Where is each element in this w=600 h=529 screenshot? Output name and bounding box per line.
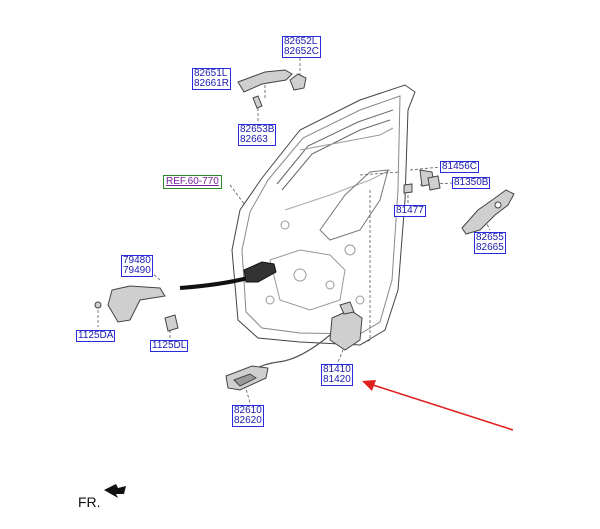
part-number: 82655 (476, 232, 504, 243)
door-panel (231, 84, 416, 346)
part-label-82651[interactable]: 82651L 82661R (192, 68, 232, 90)
part-number: 81350B (454, 177, 489, 188)
part-label-82653[interactable]: 82653B 82663 (238, 124, 277, 146)
outside-handle (237, 69, 307, 109)
front-arrow-icon (104, 484, 126, 498)
part-label-1125dl[interactable]: 1125DL (150, 340, 189, 352)
part-label-79480[interactable]: 79480 79490 (121, 255, 153, 277)
part-number: 79480 (123, 255, 151, 266)
part-label-81477[interactable]: 81477 (394, 205, 426, 217)
part-number: 82610 (234, 405, 262, 416)
part-label-82652[interactable]: 82652L 82652C (282, 36, 322, 58)
part-number: 1125DA (78, 330, 114, 341)
part-number: 82652L (284, 36, 318, 47)
part-number: 1125DL (152, 340, 187, 351)
front-label: FR. (78, 494, 101, 510)
door-checker (94, 285, 179, 332)
door-rod (179, 261, 277, 290)
door-latch (329, 301, 363, 351)
part-number: 79490 (123, 265, 151, 276)
bracket-82655 (461, 189, 515, 235)
part-number: 81477 (396, 205, 424, 216)
part-label-82655[interactable]: 82655 82665 (474, 232, 506, 254)
part-number: 82665 (476, 242, 504, 253)
ref-label[interactable]: REF.60-770 (163, 175, 222, 189)
part-number: 82661R (194, 78, 230, 89)
ref-label-text: REF.60-770 (166, 176, 219, 187)
inside-handle (225, 365, 269, 391)
part-number: 82663 (240, 134, 268, 145)
part-label-1125da[interactable]: 1125DA (76, 330, 116, 342)
part-label-81410[interactable]: 81410 81420 (321, 364, 353, 386)
highlight-arrow (362, 380, 514, 431)
part-label-81350[interactable]: 81350B (452, 177, 491, 189)
part-number-highlighted: 81420 (323, 374, 351, 385)
lock-actuator-upper (403, 169, 441, 194)
part-number: 81410 (323, 364, 351, 375)
part-number: 82652C (284, 46, 320, 57)
part-label-81456[interactable]: 81456C (440, 161, 480, 173)
part-number: 82651L (194, 68, 228, 79)
part-number: 82653B (240, 124, 275, 135)
part-number: 82620 (234, 415, 262, 426)
part-number: 81456C (442, 161, 478, 172)
part-label-82610[interactable]: 82610 82620 (232, 405, 264, 427)
